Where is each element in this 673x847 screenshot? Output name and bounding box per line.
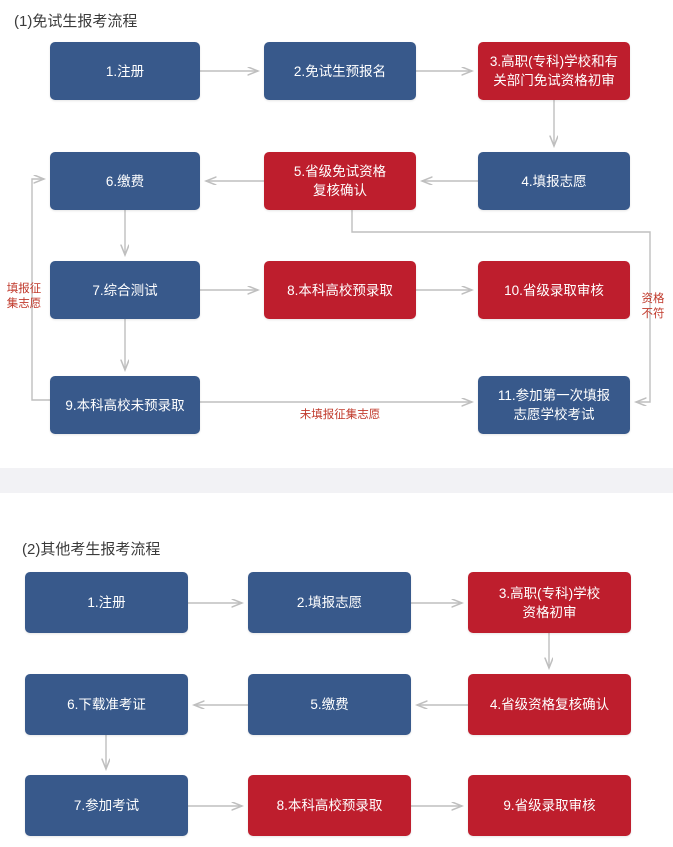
node-s2-9-provincial-admission-review[interactable]: 9.省级录取审核 bbox=[468, 775, 631, 836]
edge-label-no-supplementary-application: 未填报征集志愿 bbox=[299, 409, 381, 421]
node-s1-8-university-pre-admission[interactable]: 8.本科高校预录取 bbox=[264, 261, 416, 319]
node-s2-7-take-exam[interactable]: 7.参加考试 bbox=[25, 775, 188, 836]
edge-label-fill-supplementary-application: 填报征 集志愿 bbox=[6, 283, 42, 310]
node-s1-3-initial-qualification-review[interactable]: 3.高职(专科)学校和有 关部门免试资格初审 bbox=[478, 42, 630, 100]
edge-label-qualification-not-met: 资格 不符 bbox=[641, 293, 665, 320]
section-heading-1: (1)免试生报考流程 bbox=[14, 13, 138, 30]
node-s1-6-payment[interactable]: 6.缴费 bbox=[50, 152, 200, 210]
node-s2-1-register[interactable]: 1.注册 bbox=[25, 572, 188, 633]
node-s2-6-download-exam-ticket[interactable]: 6.下载准考证 bbox=[25, 674, 188, 735]
section-heading-2: (2)其他考生报考流程 bbox=[22, 541, 161, 558]
node-s2-3-initial-qualification-review[interactable]: 3.高职(专科)学校 资格初审 bbox=[468, 572, 631, 633]
node-s1-11-first-school-exam[interactable]: 11.参加第一次填报 志愿学校考试 bbox=[478, 376, 630, 434]
node-s2-8-university-pre-admission[interactable]: 8.本科高校预录取 bbox=[248, 775, 411, 836]
node-s1-1-register[interactable]: 1.注册 bbox=[50, 42, 200, 100]
node-s1-4-fill-application[interactable]: 4.填报志愿 bbox=[478, 152, 630, 210]
section-separator-band bbox=[0, 468, 673, 493]
node-s2-4-provincial-recheck[interactable]: 4.省级资格复核确认 bbox=[468, 674, 631, 735]
node-s1-2-pre-registration[interactable]: 2.免试生预报名 bbox=[264, 42, 416, 100]
node-s1-9-not-pre-admitted[interactable]: 9.本科高校未预录取 bbox=[50, 376, 200, 434]
node-s1-7-comprehensive-test[interactable]: 7.综合测试 bbox=[50, 261, 200, 319]
node-s2-5-payment[interactable]: 5.缴费 bbox=[248, 674, 411, 735]
node-s1-10-provincial-admission-review[interactable]: 10.省级录取审核 bbox=[478, 261, 630, 319]
node-s1-5-provincial-recheck[interactable]: 5.省级免试资格 复核确认 bbox=[264, 152, 416, 210]
node-s2-2-fill-application[interactable]: 2.填报志愿 bbox=[248, 572, 411, 633]
